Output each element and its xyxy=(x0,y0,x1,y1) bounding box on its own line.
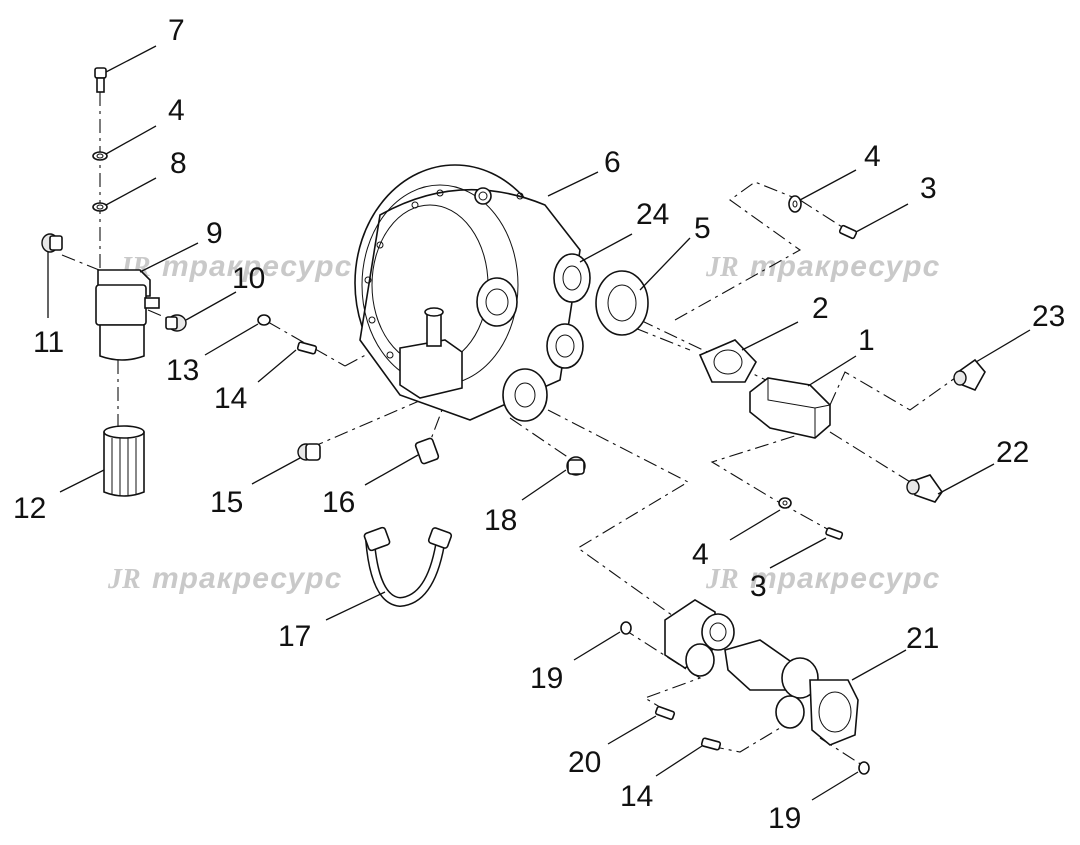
watermark-1: ЈR тракресурс xyxy=(117,250,352,283)
filter-element-12 xyxy=(103,425,145,497)
watermark-2: ЈR тракресурс xyxy=(705,250,940,283)
callout-15: 15 xyxy=(210,486,243,519)
callout-10: 10 xyxy=(232,262,265,295)
callout-4-lower: 4 xyxy=(692,538,709,571)
watermark-3: ЈR тракресурс xyxy=(107,562,342,595)
pipe-assembly-21 xyxy=(664,599,859,746)
svg-text:тракресурс: тракресурс xyxy=(750,562,940,595)
bolt-19-bottom xyxy=(858,761,870,775)
callout-6: 6 xyxy=(604,146,621,179)
callout-4-top: 4 xyxy=(864,140,881,173)
fitting-23 xyxy=(953,358,986,392)
callout-9: 9 xyxy=(206,217,223,250)
callout-19-top: 19 xyxy=(530,662,563,695)
callout-14: 14 xyxy=(214,382,247,415)
svg-text:ЈR: ЈR xyxy=(107,564,141,595)
pump-1 xyxy=(749,377,831,439)
callout-23: 23 xyxy=(1032,300,1065,333)
callout-5: 5 xyxy=(694,212,711,245)
washer-4-left xyxy=(92,151,108,161)
callout-18: 18 xyxy=(484,504,517,537)
coupling-5 xyxy=(595,270,649,336)
plug-11 xyxy=(41,233,63,253)
bolt-14-left xyxy=(296,341,318,355)
svg-text:тракресурс: тракресурс xyxy=(152,562,342,595)
flange-24 xyxy=(553,253,591,303)
callout-14-lower: 14 xyxy=(620,780,653,813)
washer-4-lower xyxy=(778,497,792,509)
callout-4: 4 xyxy=(168,94,185,127)
filter-housing-9 xyxy=(95,269,160,361)
svg-text:ЈR: ЈR xyxy=(705,564,739,595)
bolt-7 xyxy=(94,67,107,93)
callout-2: 2 xyxy=(812,292,829,325)
washer-4-top xyxy=(788,195,802,213)
callout-3-top: 3 xyxy=(920,172,937,205)
callout-24: 24 xyxy=(636,198,669,231)
fitting-16 xyxy=(414,437,440,465)
callout-11: 11 xyxy=(33,326,64,359)
plug-10 xyxy=(165,314,187,332)
plug-18 xyxy=(566,456,586,476)
bolt-3-lower xyxy=(825,527,844,540)
bolt-20 xyxy=(654,705,676,721)
bolt-14-lower xyxy=(700,737,722,751)
svg-text:тракресурс: тракресурс xyxy=(162,250,352,283)
gasket-2 xyxy=(698,339,757,383)
svg-text:ЈR: ЈR xyxy=(705,252,739,283)
hose-17 xyxy=(363,526,453,608)
washer-8 xyxy=(92,202,108,212)
watermark-4: ЈR тракресурс xyxy=(705,562,940,595)
callout-20: 20 xyxy=(568,746,601,779)
callout-22: 22 xyxy=(996,436,1029,469)
bolt-3-top xyxy=(838,224,858,240)
callout-21: 21 xyxy=(906,622,939,655)
svg-text:тракресурс: тракресурс xyxy=(750,250,940,283)
transmission-housing-6 xyxy=(354,164,584,422)
bolt-19-top xyxy=(620,621,632,635)
plug-15 xyxy=(297,443,321,461)
callout-1: 1 xyxy=(858,324,875,357)
fitting-22 xyxy=(906,474,943,503)
callout-16: 16 xyxy=(322,486,355,519)
callout-17: 17 xyxy=(278,620,311,653)
callout-12: 12 xyxy=(13,492,46,525)
callout-19-bottom: 19 xyxy=(768,802,801,835)
callout-8: 8 xyxy=(170,147,187,180)
leader-lines xyxy=(47,45,1031,801)
callout-labels: 7 4 8 9 10 11 12 13 14 15 16 17 18 6 24 … xyxy=(13,14,1065,835)
callout-3-lower: 3 xyxy=(750,570,767,603)
callout-13: 13 xyxy=(166,354,199,387)
callout-7: 7 xyxy=(168,14,185,47)
washer-13 xyxy=(257,314,271,326)
